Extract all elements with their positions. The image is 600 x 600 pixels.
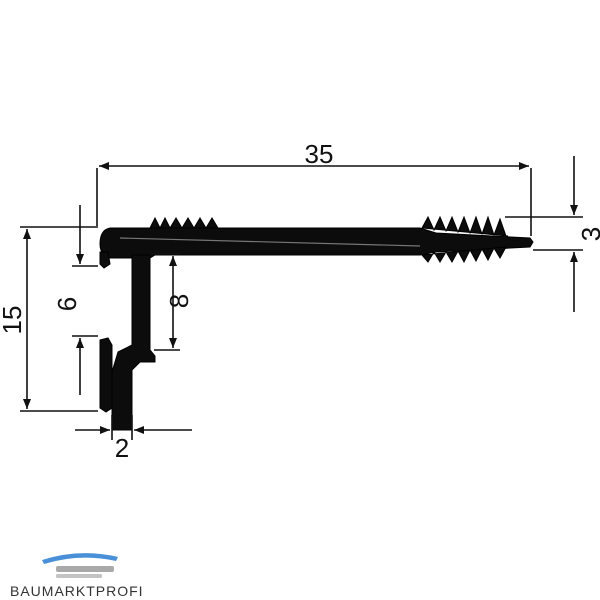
logo-text: BAUMARKTPROFI	[10, 583, 144, 599]
logo-roof-icon	[42, 553, 118, 564]
left-serrations	[149, 216, 219, 230]
dim-6-label: 6	[52, 297, 82, 311]
right-serrations	[421, 215, 509, 237]
dim-3: 3	[505, 156, 600, 312]
dim-2-label: 2	[115, 433, 129, 463]
dim-8: 8	[154, 253, 194, 351]
right-serrations-bottom	[420, 246, 507, 264]
flange-groove	[119, 237, 421, 247]
dim-15: 15	[0, 226, 98, 412]
dim-8-label: 8	[164, 294, 194, 308]
dim-2: 2	[75, 415, 192, 463]
baumarktprofi-logo: BAUMARKTPROFI	[10, 553, 144, 599]
left-nub	[99, 251, 111, 269]
dim-35-label: 35	[305, 139, 334, 169]
profile-shape	[99, 215, 534, 431]
dim-6: 6	[52, 205, 98, 395]
dim-15-label: 15	[0, 306, 27, 335]
lower-lip	[99, 337, 113, 413]
dim-35: 35	[96, 139, 532, 236]
dim-3-label: 3	[576, 227, 600, 241]
logo-bar-icon	[56, 566, 114, 572]
vertical-web	[111, 254, 156, 431]
